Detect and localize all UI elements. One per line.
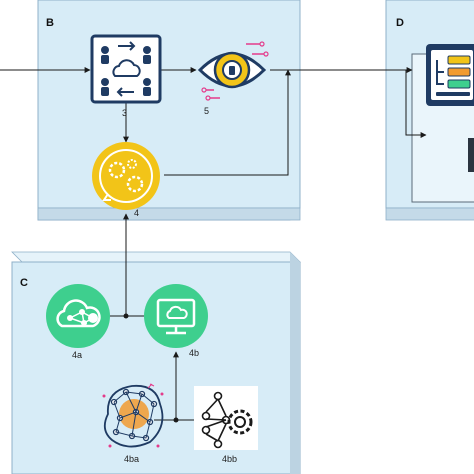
junction-dot (123, 313, 129, 319)
d-branch-arrow (405, 70, 427, 138)
connectors (0, 67, 427, 421)
node-3-label: 3 (122, 108, 127, 118)
4-to-main-arrow (164, 69, 291, 176)
node-4bb-label: 4bb (222, 454, 237, 464)
eye-gear-icon (197, 41, 269, 101)
neural-brain-icon (102, 383, 164, 448)
node-4-label: 4 (134, 208, 139, 218)
panel-b: B (37, 0, 301, 221)
node-5-label: 5 (204, 106, 209, 116)
panel-d-label: D (396, 17, 404, 29)
node-4a-label: 4a (72, 350, 82, 360)
junction-dot (173, 417, 179, 423)
cloud-monitor-icon (144, 284, 208, 348)
dashboard-device-icon (426, 44, 474, 106)
node-4ba-label: 4ba (124, 454, 139, 464)
neural-network-gear-icon (194, 386, 258, 450)
cloud-network-icon (46, 284, 110, 348)
network-users-cloud-icon (90, 34, 162, 104)
panel-d: D (385, 0, 474, 221)
panel-b-label: B (46, 17, 54, 29)
device-slot (468, 138, 474, 172)
gears-cycle-icon (92, 142, 160, 210)
panel-c-label: C (20, 277, 28, 289)
node-4b-label: 4b (189, 348, 199, 358)
